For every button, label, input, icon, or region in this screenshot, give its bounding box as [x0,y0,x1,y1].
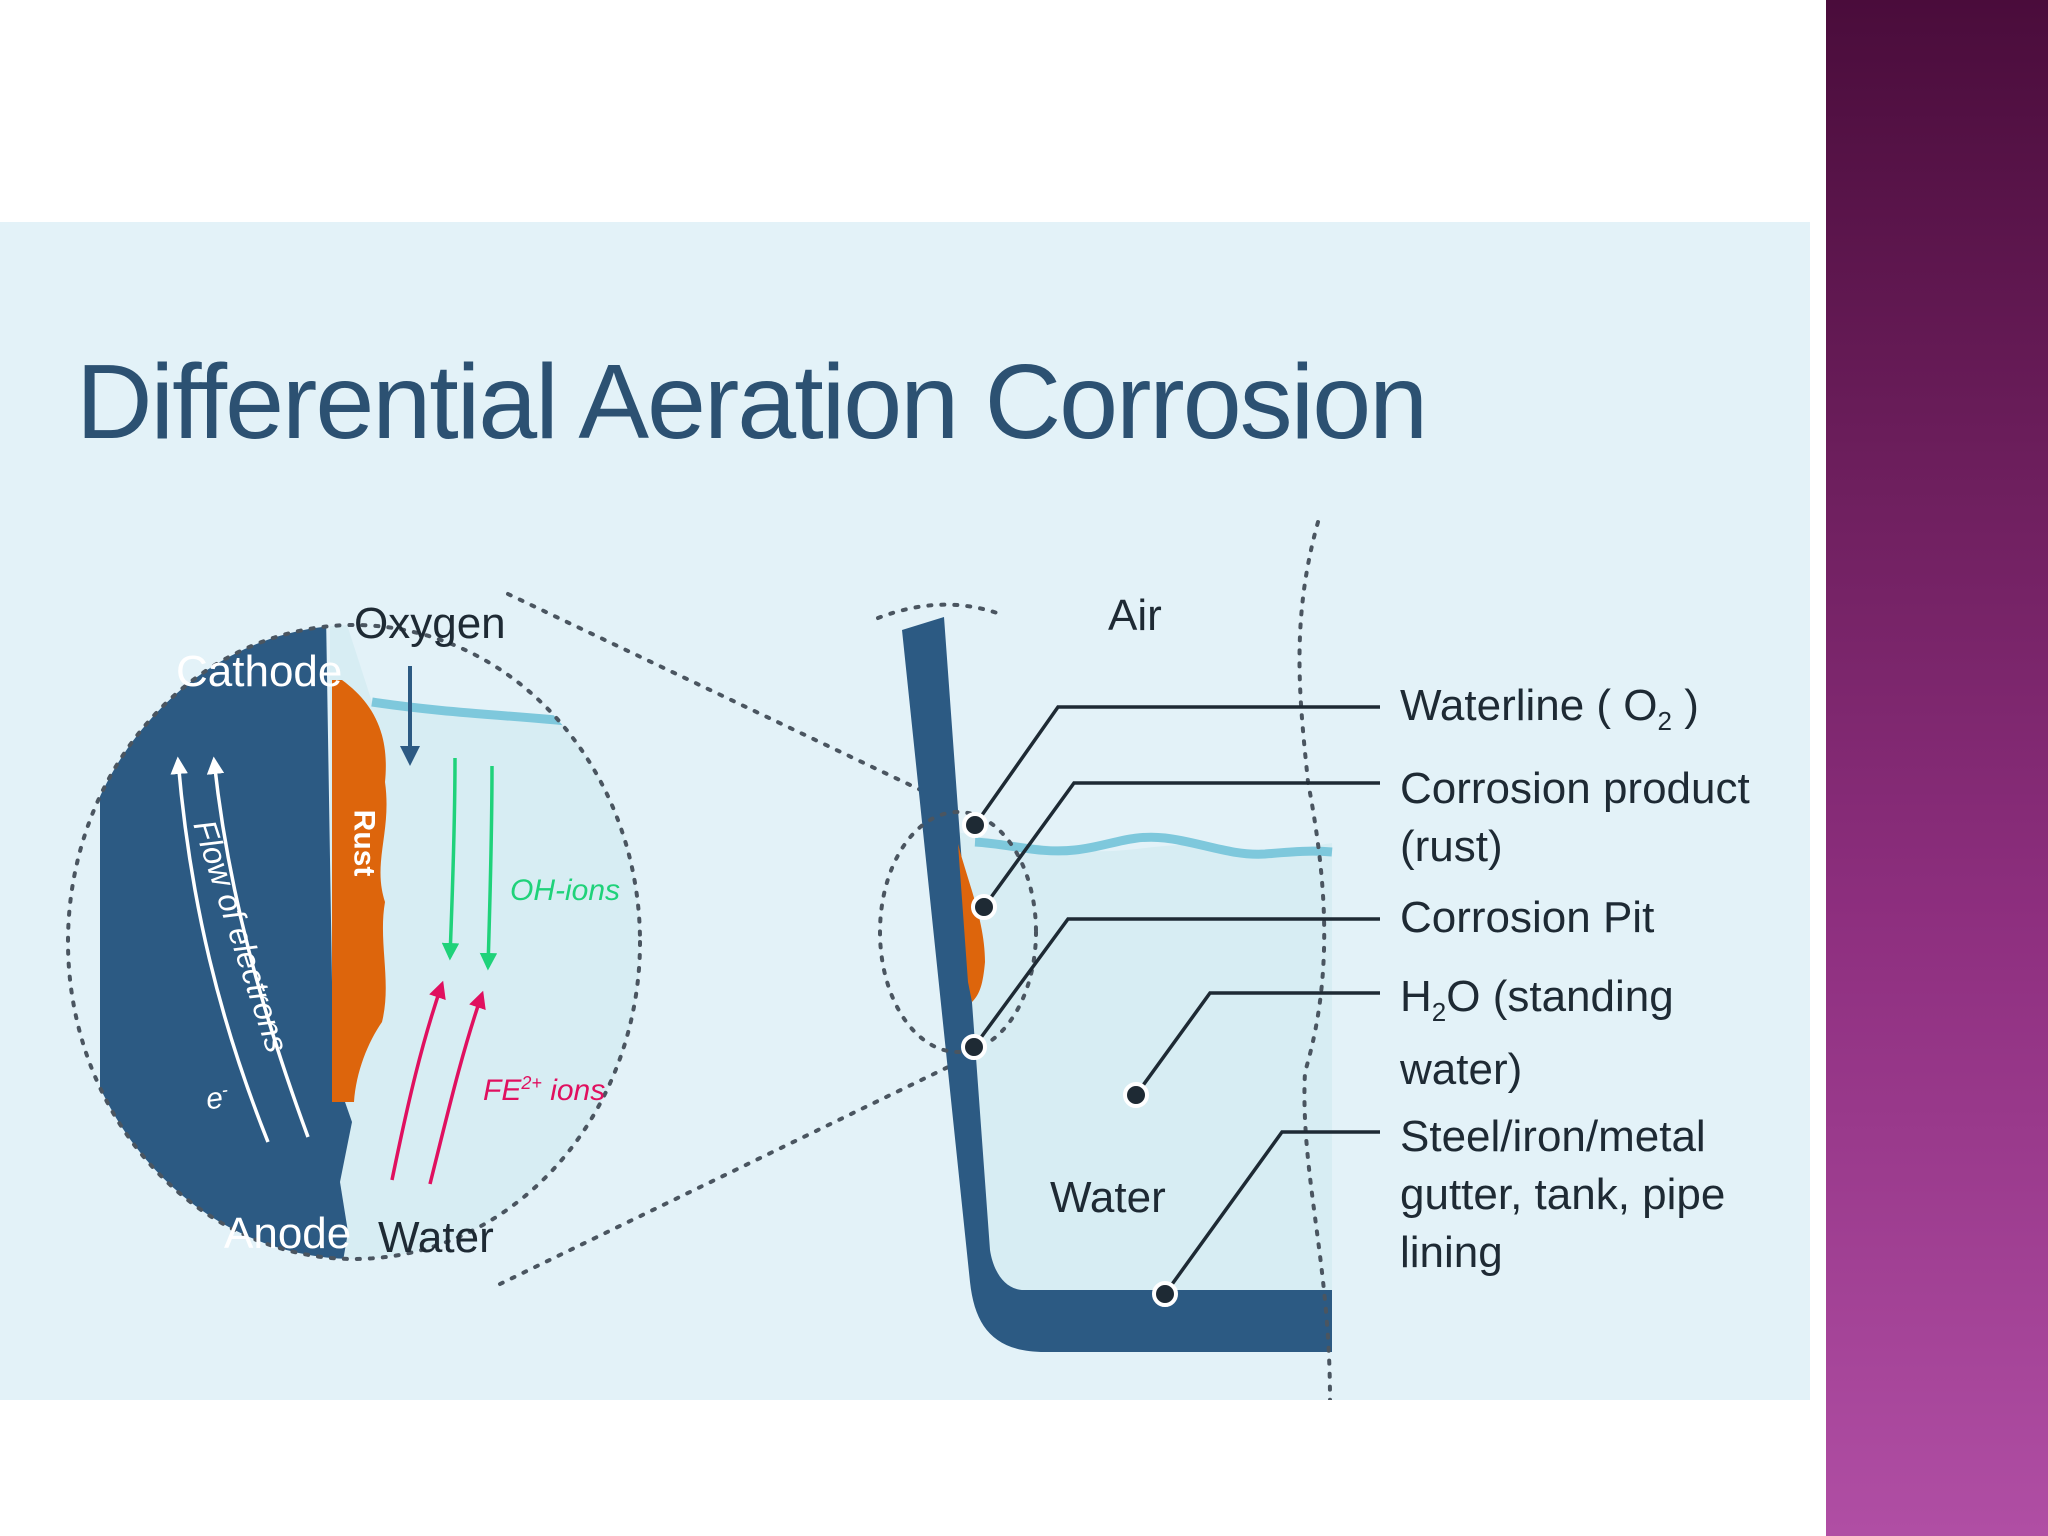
callout-dot [1152,1281,1178,1307]
oh-ion-arrow [479,765,498,971]
fe-ions-label: FE2+ ions [483,1074,605,1106]
zoom-origin-circle [878,810,1038,1054]
callout-metal-line3: lining [1400,1228,1503,1277]
diagram-title: Differential Aeration Corrosion [76,343,1428,461]
diagram-panel: Cathode Anode Oxygen Rust Flow of electr… [0,222,1810,1400]
rust-label: Rust [347,809,381,877]
callout-dot [962,812,988,838]
fe-ion-arrow [390,980,446,1181]
callout-standing-water: H2O (standing water) [1400,968,1674,1099]
callout-h2-sub: 2 [1431,996,1447,1027]
fe-ion-arrow [428,990,486,1185]
fe-ions-word: ions [541,1074,606,1107]
container-rust [958,844,985,1002]
air-label: Air [1108,591,1162,640]
electron-flow-arrow [206,756,310,1138]
electron-symbol-label: e- [204,1080,231,1117]
fe-charge: 2+ [521,1073,542,1093]
container-cut-edge [1297,520,1332,1400]
zoom-circle-outline [66,623,642,1261]
callout-waterline: Waterline ( O2 ) [1400,684,1699,734]
callout-standing-water-line1: H2O (standing [1400,968,1674,1041]
callout-corrosion-product-line1: Corrosion product [1400,764,1750,813]
callout-h-symbol: H [1400,972,1432,1021]
callout-waterline-close: ) [1672,681,1699,730]
oh-ion-arrow [441,757,460,961]
zoom-rust-layer [332,680,387,1102]
zoom-connector-line [498,1052,977,1286]
callout-waterline-text: Waterline ( O [1400,681,1658,730]
callout-corrosion-pit: Corrosion Pit [1400,893,1655,942]
callout-corrosion-product-line2: (rust) [1400,822,1503,871]
cathode-label: Cathode [176,647,343,696]
anode-label: Anode [224,1209,352,1258]
leader-standing-water [1134,991,1380,1097]
leader-corrosion-pit [972,917,1380,1049]
zoom-metal-wall [100,625,352,1259]
container-waterline [974,832,1333,859]
leader-waterline [973,705,1380,827]
oh-ions-label: OH-ions [510,874,621,907]
callout-dot [961,1034,987,1060]
callout-standing-text: O (standing [1446,972,1674,1021]
callout-leaders [972,705,1380,1296]
electron-flow-arrow [170,756,270,1143]
decorative-side-stripe [1826,0,2048,1536]
callout-dot [971,894,997,920]
diagram-graphic [66,520,1380,1400]
callout-dot [1123,1082,1149,1108]
container-water [958,832,1332,1290]
callout-metal-line1: Steel/iron/metal [1400,1112,1706,1161]
callout-corrosion-product: Corrosion product (rust) [1400,760,1750,876]
callout-metal-line2: gutter, tank, pipe [1400,1170,1726,1219]
container-top-dotted-edge [876,602,1002,620]
callout-metal: Steel/iron/metal gutter, tank, pipe lini… [1400,1108,1725,1282]
leader-corrosion-product [982,781,1380,909]
main-water-label: Water [1050,1173,1166,1222]
zoom-water-label: Water [378,1213,494,1262]
callout-dots [961,812,1178,1307]
leader-metal [1163,1130,1380,1296]
fe-symbol: FE [483,1074,522,1107]
zoom-connector-line [506,592,948,804]
callout-waterline-sub: 2 [1657,705,1673,736]
container-wall [902,617,1332,1352]
callout-standing-water-line2: water) [1400,1044,1523,1094]
oxygen-label: Oxygen [354,599,506,648]
